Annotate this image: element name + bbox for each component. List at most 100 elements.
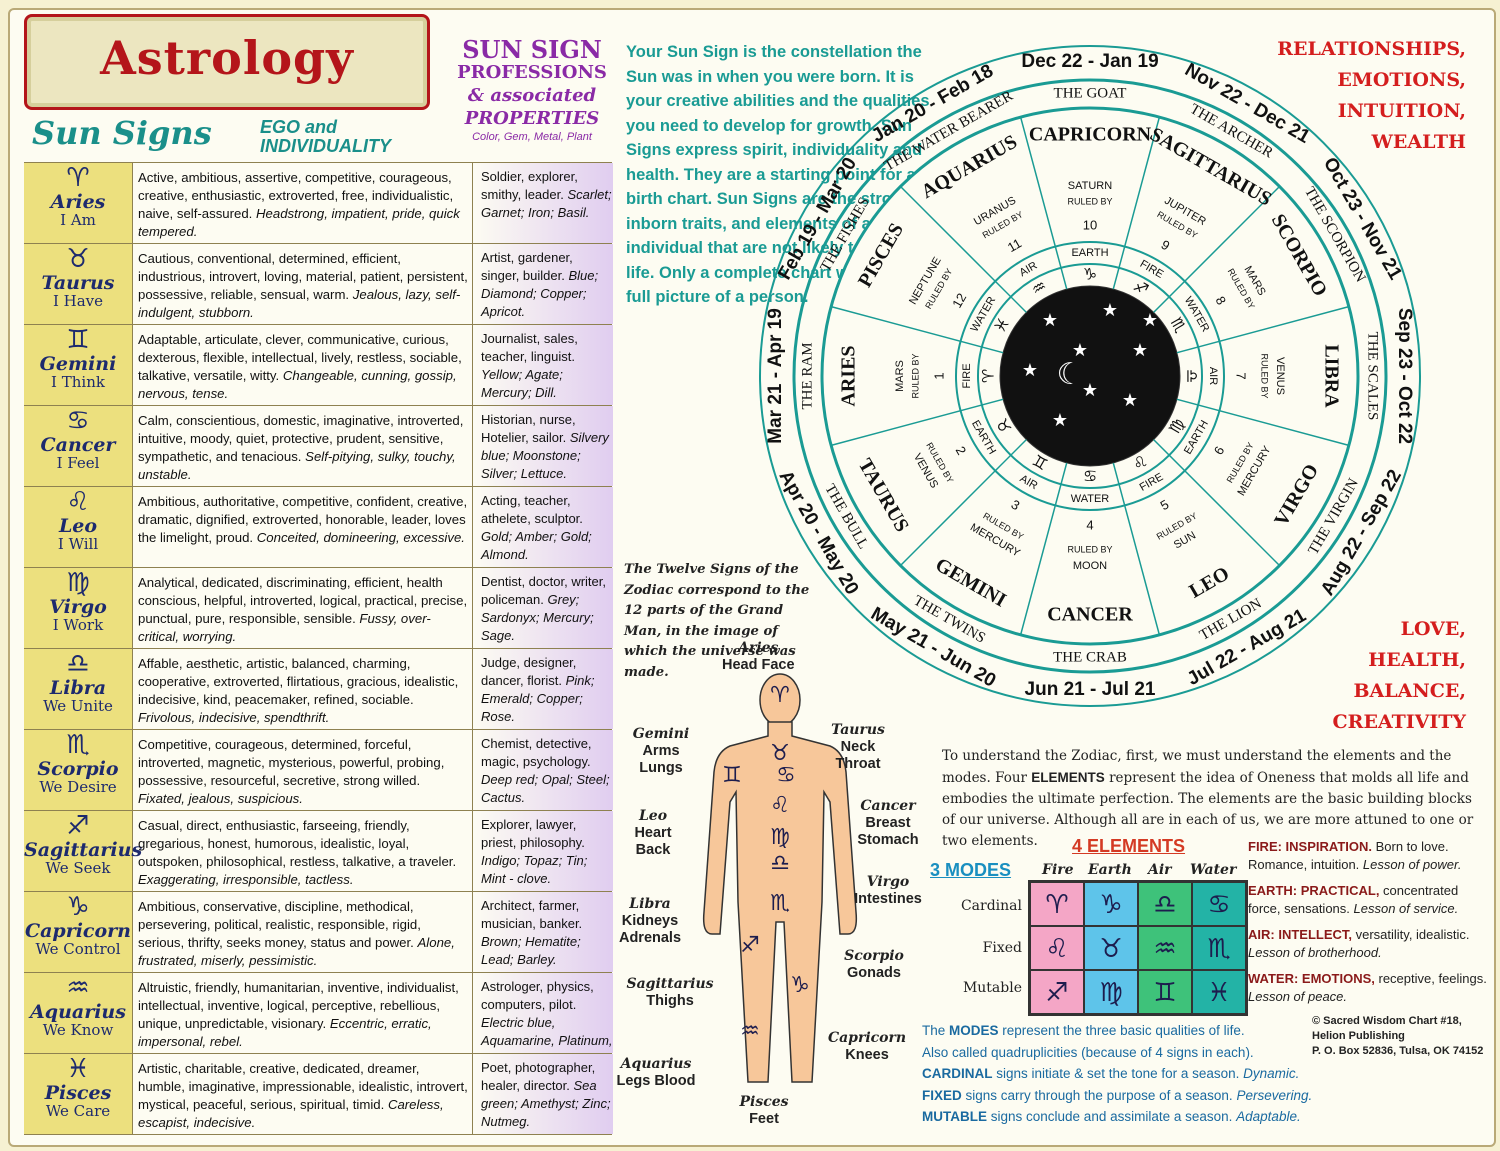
mode-element-cell: ♓ bbox=[1192, 970, 1246, 1014]
sign-traits: Ambitious, conservative, discipline, met… bbox=[138, 899, 455, 968]
sign-properties: Soldier, explorer, smithy, leader. Scarl… bbox=[472, 163, 613, 243]
sign-motto: I Think bbox=[51, 373, 105, 391]
sign-properties: Dentist, doctor, writer, policeman. Grey… bbox=[472, 568, 613, 648]
sign-nickname: THE CRAB bbox=[1053, 649, 1127, 665]
mode-cardinal: Cardinal bbox=[960, 898, 1022, 914]
house-glyph-icon: ♋ bbox=[1083, 467, 1097, 486]
sign-name: Libra bbox=[49, 677, 107, 699]
sign-motto: I Will bbox=[57, 535, 99, 553]
house-number: 7 bbox=[1234, 372, 1249, 379]
house-divider bbox=[1153, 185, 1281, 313]
sign-traits: Ambitious, authoritative, competitive, c… bbox=[138, 494, 468, 545]
star-icon: ★ bbox=[1142, 310, 1158, 331]
modes-explanation: The MODES represent the three basic qual… bbox=[922, 1023, 1313, 1124]
sign-properties: Judge, designer, dancer, florist. Pink; … bbox=[472, 649, 613, 729]
sign-name: Aquarius bbox=[30, 1001, 126, 1023]
sign-glyph-icon: ♍ bbox=[66, 568, 90, 598]
house-divider bbox=[830, 398, 1004, 447]
sign-traits: Calm, conscientious, domestic, imaginati… bbox=[138, 413, 464, 482]
mode-mutable: Mutable bbox=[962, 980, 1022, 996]
house-sign-name: LIBRA bbox=[1320, 344, 1342, 408]
mode-element-cell: ♐ bbox=[1030, 970, 1084, 1014]
body-leo-glyph: ♌ bbox=[770, 793, 790, 818]
sign-name: Pisces bbox=[44, 1082, 112, 1104]
sign-traits: Cautious, conventional, determined, effi… bbox=[138, 251, 468, 320]
rel-item: WEALTH bbox=[1371, 131, 1466, 153]
rel-item: INTUITION, bbox=[1337, 100, 1466, 122]
sign-glyph-icon: ♉ bbox=[66, 244, 90, 274]
house-sign-name: ARIES bbox=[838, 345, 860, 406]
wheel-element-ring bbox=[955, 241, 1225, 511]
house-divider bbox=[1176, 398, 1350, 447]
sign-date-range: Dec 22 - Jan 19 bbox=[1021, 51, 1158, 72]
grand-man-text: The Twelve Signs of the Zodiac correspon… bbox=[624, 562, 810, 680]
house-number: 11 bbox=[1005, 235, 1024, 255]
house-divider bbox=[1019, 116, 1068, 290]
sign-nickname: THE RAM bbox=[799, 342, 815, 409]
house-divider bbox=[899, 185, 1027, 313]
sign-traits: Affable, aesthetic, artistic, balanced, … bbox=[138, 656, 459, 725]
body-libra-glyph: ♎ bbox=[770, 851, 790, 876]
copyright: © Sacred Wisdom Chart #18, Helion Publis… bbox=[1312, 1014, 1492, 1059]
modes-elements-grid: ♈♑♎♋♌♉♒♏♐♍♊♓ bbox=[1028, 880, 1248, 1016]
sign-glyph-icon: ♒ bbox=[66, 973, 90, 1003]
love-item: BALANCE, bbox=[1353, 680, 1467, 702]
mode-element-cell: ♏ bbox=[1192, 926, 1246, 970]
house-ruled-by-label: RULED BY bbox=[1260, 353, 1270, 398]
sign-traits: Active, ambitious, assertive, competitiv… bbox=[138, 170, 460, 239]
star-icon: ★ bbox=[1042, 310, 1058, 331]
body-gemini-glyph: ♊ bbox=[722, 763, 742, 788]
relationships-list: RELATIONSHIPS, EMOTIONS, INTUITION, WEAL… bbox=[1277, 34, 1466, 158]
sign-name: Scorpio bbox=[37, 758, 119, 780]
element-description: EARTH: PRACTICAL, concentrated force, se… bbox=[1248, 883, 1459, 916]
sign-motto: We Know bbox=[42, 1021, 114, 1039]
sign-motto: I Am bbox=[60, 211, 96, 229]
sign-glyph-icon: ♈ bbox=[66, 163, 90, 193]
house-divider bbox=[1112, 116, 1161, 290]
four-elements-heading: 4 ELEMENTS bbox=[1072, 836, 1186, 856]
body-capricorn-glyph: ♑ bbox=[790, 973, 810, 998]
prof-line1: SUN SIGN bbox=[462, 35, 602, 64]
sign-glyph-icon: ♓ bbox=[66, 1054, 90, 1084]
house-number: 10 bbox=[1083, 217, 1097, 232]
sign-traits: Competitive, courageous, determined, for… bbox=[138, 737, 445, 806]
love-list: LOVE, HEALTH, BALANCE, CREATIVITY bbox=[1333, 614, 1466, 738]
sign-name: Capricorn bbox=[24, 920, 131, 942]
sign-motto: I Have bbox=[52, 292, 104, 310]
prof-line3: & associated bbox=[467, 85, 597, 106]
copyright-line: Helion Publishing bbox=[1312, 1030, 1405, 1042]
house-divider bbox=[1019, 462, 1068, 636]
body-aries-glyph: ♈ bbox=[770, 683, 790, 708]
title-banner: Astrology bbox=[24, 14, 430, 110]
wheel-glyph-ring bbox=[977, 263, 1203, 489]
sign-traits: Casual, direct, enthusiastic, farseeing,… bbox=[138, 818, 457, 887]
mode-element-cell: ♈ bbox=[1030, 882, 1084, 926]
house-ruler: SATURN bbox=[1068, 180, 1112, 192]
sign-properties: Poet, photographer, healer, director. Se… bbox=[472, 1054, 613, 1134]
sign-name: Cancer bbox=[40, 434, 116, 456]
page-title: Astrology bbox=[100, 31, 354, 85]
sign-glyph-icon: ♌ bbox=[66, 487, 90, 517]
body-taurus-glyph: ♉ bbox=[770, 741, 790, 766]
house-ruler: VENUS bbox=[1274, 357, 1286, 395]
sign-glyph-icon: ♊ bbox=[66, 325, 90, 355]
prof-line4: PROPERTIES bbox=[464, 108, 600, 129]
sign-glyph-icon: ♐ bbox=[66, 811, 90, 841]
star-icon: ★ bbox=[1102, 300, 1118, 321]
star-icon: ★ bbox=[1082, 380, 1098, 401]
love-item: CREATIVITY bbox=[1332, 711, 1466, 733]
sign-date-range: Sep 23 - Oct 22 bbox=[1394, 308, 1415, 444]
element-description: FIRE: INSPIRATION. Born to love. Romance… bbox=[1248, 839, 1462, 872]
